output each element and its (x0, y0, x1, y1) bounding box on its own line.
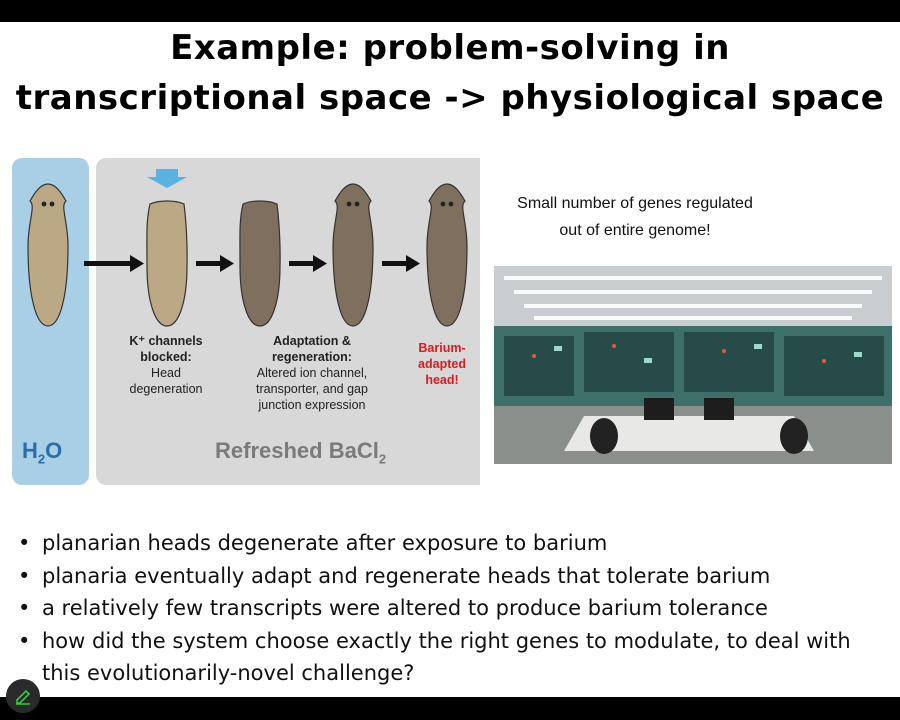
arrow-icons (84, 255, 420, 272)
caption-adaptation: Adaptation & regeneration:Altered ion ch… (256, 334, 368, 412)
planarian-headless (239, 200, 281, 327)
caption-barium-adapted: Barium-adapted head! (418, 341, 466, 387)
bullet-item: planarian heads degenerate after exposur… (18, 527, 878, 560)
pencil-icon (16, 689, 31, 705)
planarian-figure: K⁺ channels blocked:Head degeneration Ad… (10, 158, 480, 486)
down-arrow-icon (147, 169, 187, 188)
slide-title-line2: transcriptional space -> physiological s… (15, 78, 885, 118)
planarian-regenerating (332, 183, 374, 327)
slide-title-line1: Example: problem-solving in (170, 28, 730, 68)
planarian-degenerated (146, 200, 188, 327)
planarian-adapted (426, 183, 468, 327)
planarian-water (27, 183, 69, 327)
control-room-photo (494, 266, 892, 464)
bacl-label: Refreshed BaCl2 (215, 438, 387, 467)
bullet-list: planarian heads degenerate after exposur… (18, 527, 878, 690)
annotate-pen-button[interactable] (6, 679, 40, 713)
planarian-drawings (27, 169, 468, 327)
slide: Example: problem-solving in transcriptio… (0, 22, 900, 697)
caption-k-channels: K⁺ channels blocked:Head degeneration (129, 334, 203, 396)
bullet-item: planaria eventually adapt and regenerate… (18, 560, 878, 593)
bullet-item: a relatively few transcripts were altere… (18, 592, 878, 625)
bullet-item: how did the system choose exactly the ri… (18, 625, 878, 690)
h2o-label: H2O (22, 438, 63, 467)
